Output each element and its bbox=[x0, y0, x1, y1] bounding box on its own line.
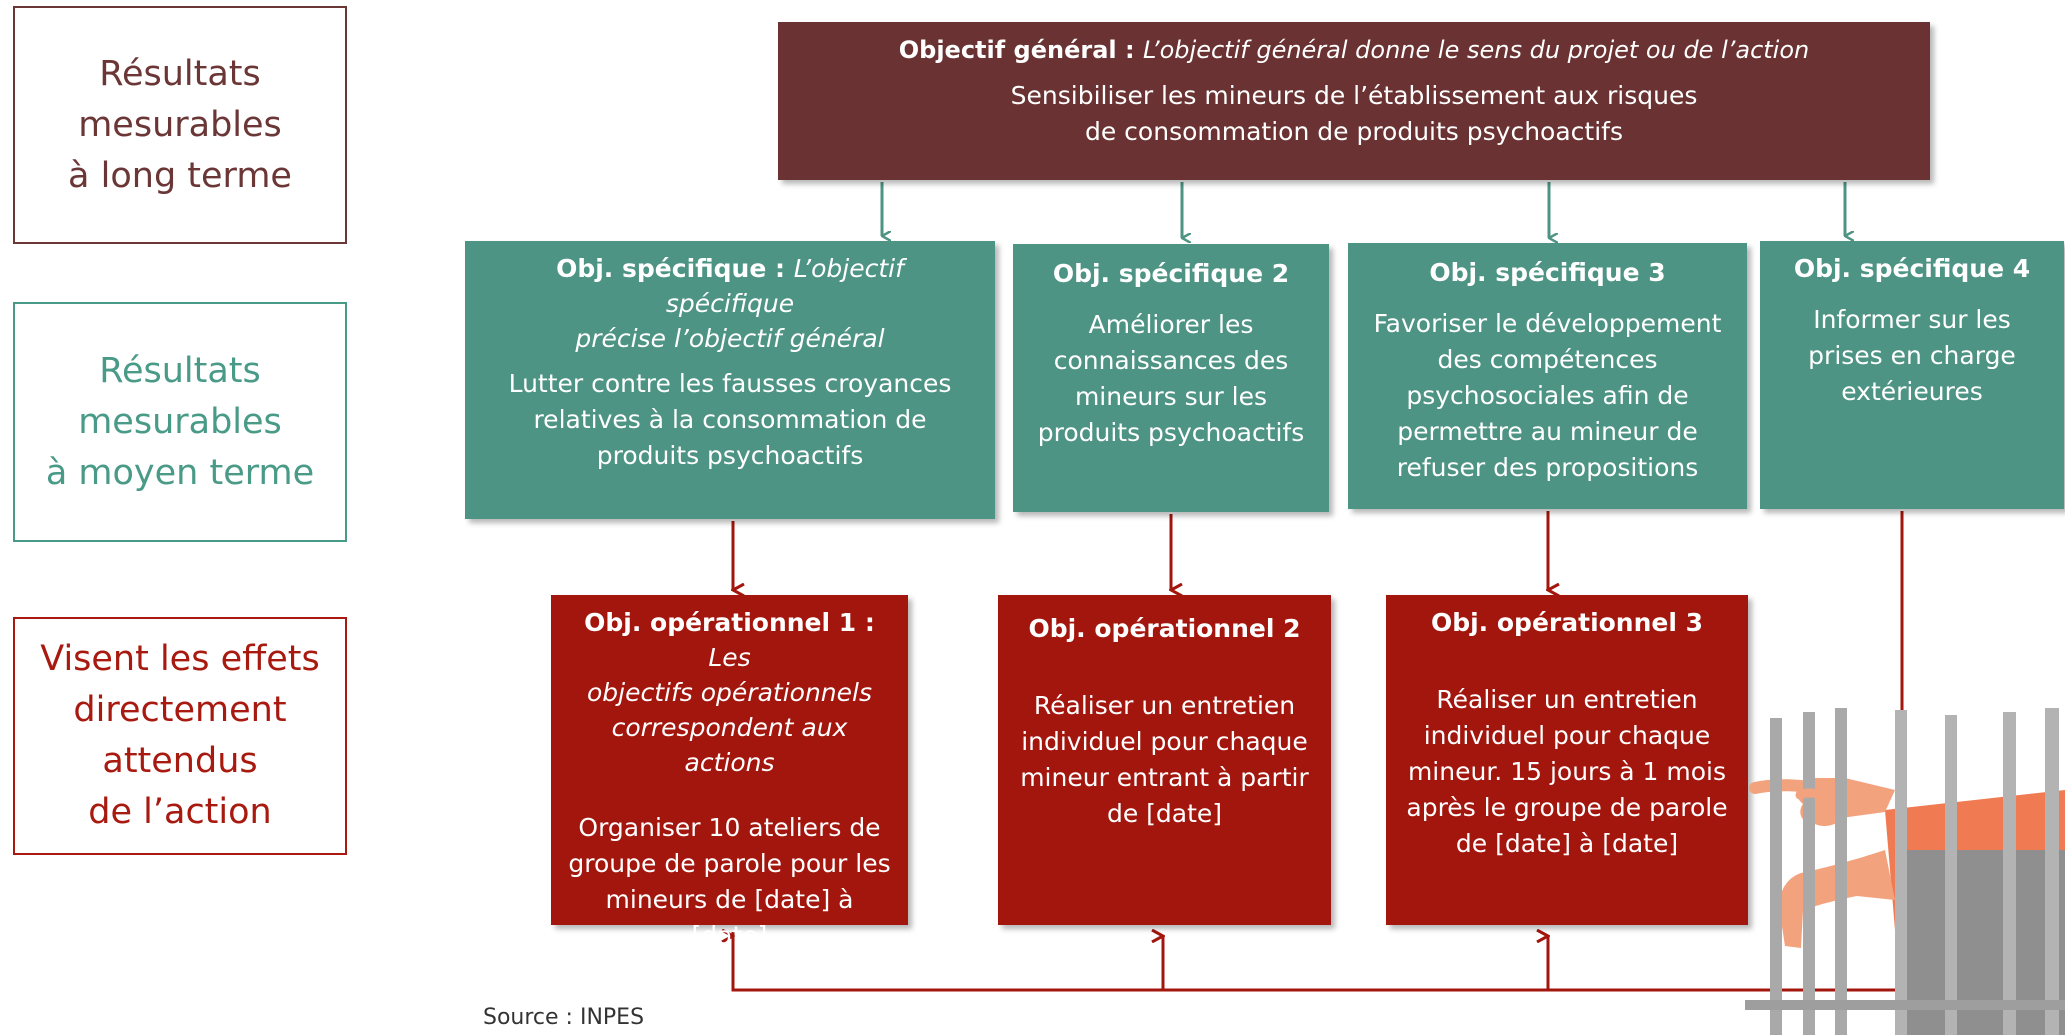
body-line: Réaliser un entretien bbox=[1033, 691, 1296, 720]
bar bbox=[1803, 712, 1815, 1035]
op-subtitle-inline: Les bbox=[708, 643, 751, 672]
legend-long-term: Résultats mesurables à long terme bbox=[13, 6, 347, 244]
body-line: connaissances des bbox=[1053, 346, 1289, 375]
legend-line: Visent les effets bbox=[40, 639, 320, 679]
body-line: extérieures bbox=[1841, 377, 1983, 406]
body-line: relatives à la consommation de bbox=[533, 405, 927, 434]
operational-objective-2: Obj. opérationnel 2 Réaliser un entretie… bbox=[998, 595, 1331, 925]
legend-line: directement bbox=[73, 690, 287, 730]
op-title: Obj. opérationnel 2 bbox=[1028, 614, 1301, 643]
body-line: Informer sur les bbox=[1813, 305, 2011, 334]
legend-line: mesurables bbox=[78, 401, 282, 442]
spec-title-text: Obj. spécifique : bbox=[556, 254, 786, 283]
body-line: mineurs sur les bbox=[1074, 382, 1268, 411]
body-line: de [date] bbox=[1106, 799, 1223, 828]
spec-title: Obj. spécifique 3 bbox=[1429, 258, 1666, 287]
operational-objective-1: Obj. opérationnel 1 : Les objectifs opér… bbox=[551, 595, 908, 950]
source-label: Source : INPES bbox=[483, 1005, 645, 1030]
body-line: Sensibiliser les mineurs de l’établissem… bbox=[1010, 81, 1698, 110]
general-objective-box: Objectif général : L’objectif général do… bbox=[778, 22, 1930, 180]
op-body: Réaliser un entretien individuel pour ch… bbox=[1010, 688, 1319, 832]
general-objective-body: Sensibiliser les mineurs de l’établissem… bbox=[778, 78, 1930, 150]
body-line: de consommation de produits psychoactifs bbox=[1084, 117, 1623, 146]
body-line: de [date] à [date] bbox=[1455, 829, 1679, 858]
op-subtitle: correspondent aux actions bbox=[611, 713, 848, 777]
connector-bottom-line bbox=[731, 932, 1902, 992]
spec-title: Obj. spécifique 4 bbox=[1793, 254, 2031, 283]
legend-line: mesurables bbox=[78, 104, 282, 145]
general-subtitle: L’objectif général donne le sens du proj… bbox=[1142, 36, 1810, 64]
bar bbox=[2003, 712, 2016, 1035]
legend-action: Visent les effets directement attendus d… bbox=[13, 617, 347, 855]
body-line: après le groupe de parole bbox=[1406, 793, 1728, 822]
body-line: Réaliser un entretien bbox=[1436, 685, 1698, 714]
bar bbox=[1895, 710, 1907, 1035]
spec-title: Obj. spécifique : L’objectif spécifique bbox=[489, 251, 971, 321]
general-objective-title: Objectif général : L’objectif général do… bbox=[778, 32, 1930, 68]
crossbar bbox=[1745, 1000, 2065, 1010]
body-line: des compétences bbox=[1437, 345, 1658, 374]
spec-body: Améliorer les connaissances des mineurs … bbox=[1029, 307, 1313, 451]
legend-line: Résultats bbox=[99, 53, 261, 94]
body-line: produits psychoactifs bbox=[1037, 418, 1305, 447]
body-line: mineurs de [date] à [date] bbox=[605, 885, 854, 950]
operational-objective-3: Obj. opérationnel 3 Réaliser un entretie… bbox=[1386, 595, 1748, 925]
spec-title: Obj. spécifique 2 bbox=[1052, 259, 1290, 288]
body-line: produits psychoactifs bbox=[596, 441, 864, 470]
specific-objective-1: Obj. spécifique : L’objectif spécifique … bbox=[465, 241, 995, 519]
body-line: individuel pour chaque bbox=[1021, 727, 1308, 756]
bar bbox=[1945, 715, 1957, 1035]
body-line: permettre au mineur de bbox=[1397, 417, 1698, 446]
spec-body: Informer sur les prises en charge extéri… bbox=[1770, 302, 2054, 410]
legend-mid-term: Résultats mesurables à moyen terme bbox=[13, 302, 347, 542]
prison-bars-illustration bbox=[1745, 708, 2065, 1035]
spec-subtitle: L’objectif spécifique bbox=[665, 254, 904, 318]
op-title-text: Obj. opérationnel 1 : bbox=[584, 608, 875, 637]
body-line: refuser des propositions bbox=[1396, 453, 1699, 482]
body-line: mineur entrant à partir bbox=[1020, 763, 1309, 792]
bar bbox=[2045, 708, 2059, 1035]
specific-objective-4: Obj. spécifique 4 Informer sur les prise… bbox=[1760, 241, 2064, 509]
op-subtitle: objectifs opérationnels bbox=[587, 678, 872, 707]
body-line: mineur. 15 jours à 1 mois bbox=[1407, 757, 1727, 786]
specific-objective-3: Obj. spécifique 3 Favoriser le développe… bbox=[1348, 243, 1747, 509]
spec-subtitle-2: précise l’objectif général bbox=[575, 324, 885, 353]
spec-body: Lutter contre les fausses croyances rela… bbox=[489, 366, 971, 474]
op-body: Réaliser un entretien individuel pour ch… bbox=[1398, 682, 1736, 862]
body-line: individuel pour chaque bbox=[1423, 721, 1711, 750]
legend-line: à moyen terme bbox=[45, 452, 315, 493]
legend-line: attendus bbox=[102, 741, 258, 781]
bar bbox=[1835, 708, 1847, 1035]
op-body: Organiser 10 ateliers de groupe de parol… bbox=[565, 810, 894, 954]
legend-line: à long terme bbox=[68, 155, 292, 196]
legend-line: Résultats bbox=[99, 350, 261, 391]
general-title: Objectif général : bbox=[898, 36, 1135, 64]
specific-objective-2: Obj. spécifique 2 Améliorer les connaiss… bbox=[1013, 244, 1329, 512]
legend-line: de l’action bbox=[88, 792, 272, 832]
finger-shape bbox=[1749, 779, 1829, 796]
body-line: Améliorer les bbox=[1088, 310, 1254, 339]
body-line: Lutter contre les fausses croyances bbox=[508, 369, 952, 398]
body-line: psychosociales afin de bbox=[1406, 381, 1689, 410]
spec-body: Favoriser le développement des compétenc… bbox=[1362, 306, 1733, 486]
finger-shape bbox=[1795, 788, 1830, 803]
body-line: Favoriser le développement bbox=[1373, 309, 1722, 338]
body-line: prises en charge bbox=[1808, 341, 2016, 370]
op-title: Obj. opérationnel 1 : Les bbox=[565, 605, 894, 675]
op-title: Obj. opérationnel 3 bbox=[1430, 608, 1704, 637]
body-line: groupe de parole pour les bbox=[568, 849, 891, 878]
body-line: Organiser 10 ateliers de bbox=[578, 813, 881, 842]
bar bbox=[1770, 718, 1782, 1035]
